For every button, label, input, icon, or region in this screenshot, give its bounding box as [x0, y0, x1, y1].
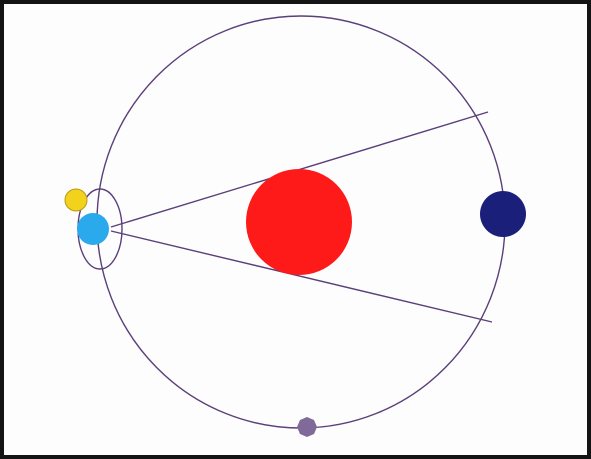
- right-body: [480, 191, 526, 237]
- orbit-diagram: [4, 4, 587, 455]
- left-body: [77, 213, 109, 245]
- bottom-body: [297, 417, 317, 437]
- left-small-body: [65, 189, 87, 211]
- central-body: [246, 169, 352, 275]
